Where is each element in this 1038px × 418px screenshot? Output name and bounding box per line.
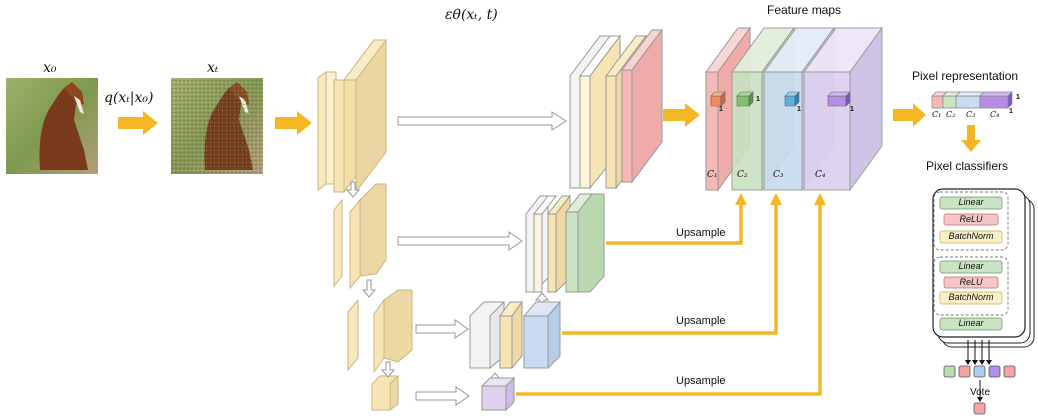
vote-label: Vote (970, 387, 991, 398)
decoder-block-2 (525, 193, 605, 294)
voxel-one-c1: 1 (719, 106, 723, 113)
decoder-block-4 (480, 376, 516, 412)
layer-linear-1: Linear (958, 197, 984, 207)
arrow-to-classifiers (961, 125, 981, 152)
label-upsample-2: Upsample (676, 315, 726, 327)
arrow-to-featuremaps (663, 103, 700, 127)
arrow-forward (118, 111, 158, 135)
pixel-rep-label-c1: C₁ (932, 110, 942, 119)
feature-map-label-c4: C₄ (815, 170, 826, 180)
pixel-rep-one-right: 1 (1016, 94, 1020, 101)
vote-arrowheads (965, 360, 992, 402)
upsample-connectors (516, 202, 822, 396)
horse-image-xt (171, 78, 263, 174)
vote-boxes (943, 365, 1016, 415)
decoder-block-1 (569, 28, 663, 190)
label-upsample-3: Upsample (676, 375, 726, 387)
pixel-classifiers-stack (932, 188, 1035, 348)
label-model: εθ(xₜ, t) (445, 7, 498, 23)
encoder-block-1 (317, 38, 387, 194)
decoder-block-3 (469, 300, 562, 370)
voxel-one-c4: 1 (850, 106, 854, 113)
upsample-arrowheads (735, 193, 826, 205)
label-forward-process: q(xₜ|x₀) (104, 90, 154, 106)
pixel-rep-label-c2: C₂ (946, 110, 956, 119)
layer-batchnorm-2: BatchNorm (948, 292, 994, 302)
skip-arrows (397, 111, 567, 406)
voxel-one-c3: 1 (797, 106, 801, 113)
encoder-block-4 (371, 374, 399, 411)
vote-arrows (967, 340, 990, 399)
layer-linear-2: Linear (958, 261, 984, 271)
arrow-to-pixelrep (893, 103, 926, 127)
feature-map-label-c3: C₃ (773, 170, 784, 180)
label-upsample-1: Upsample (676, 227, 726, 239)
encoder-block-2 (333, 183, 387, 290)
feature-maps-title: Feature maps (767, 3, 842, 17)
pixel-representation-bar (931, 91, 1013, 109)
pixel-classifiers-title: Pixel classifiers (926, 159, 1009, 173)
down-arrows (345, 181, 396, 378)
feature-map-label-c1: C₁ (707, 170, 718, 180)
label-xt: xₜ (207, 60, 219, 76)
layer-relu-2: ReLU (959, 277, 983, 287)
feature-map-label-c2: C₂ (737, 170, 748, 180)
encoder-block-3 (347, 289, 413, 374)
layer-linear-3: Linear (958, 318, 984, 328)
arrow-to-unet (275, 111, 312, 135)
pixel-representation-title: Pixel representation (912, 69, 1019, 83)
horse-image-x0 (6, 78, 98, 174)
voxel-one-c2: 1 (756, 96, 760, 103)
label-x0: x₀ (43, 60, 57, 76)
pixel-rep-label-c3: C₃ (966, 110, 976, 119)
pixel-rep-label-c4: C₄ (990, 110, 1000, 119)
feature-voxels (710, 91, 851, 107)
pixel-rep-one-bottom: 1 (1009, 108, 1013, 115)
layer-relu-1: ReLU (959, 214, 983, 224)
layer-batchnorm-1: BatchNorm (948, 231, 994, 241)
